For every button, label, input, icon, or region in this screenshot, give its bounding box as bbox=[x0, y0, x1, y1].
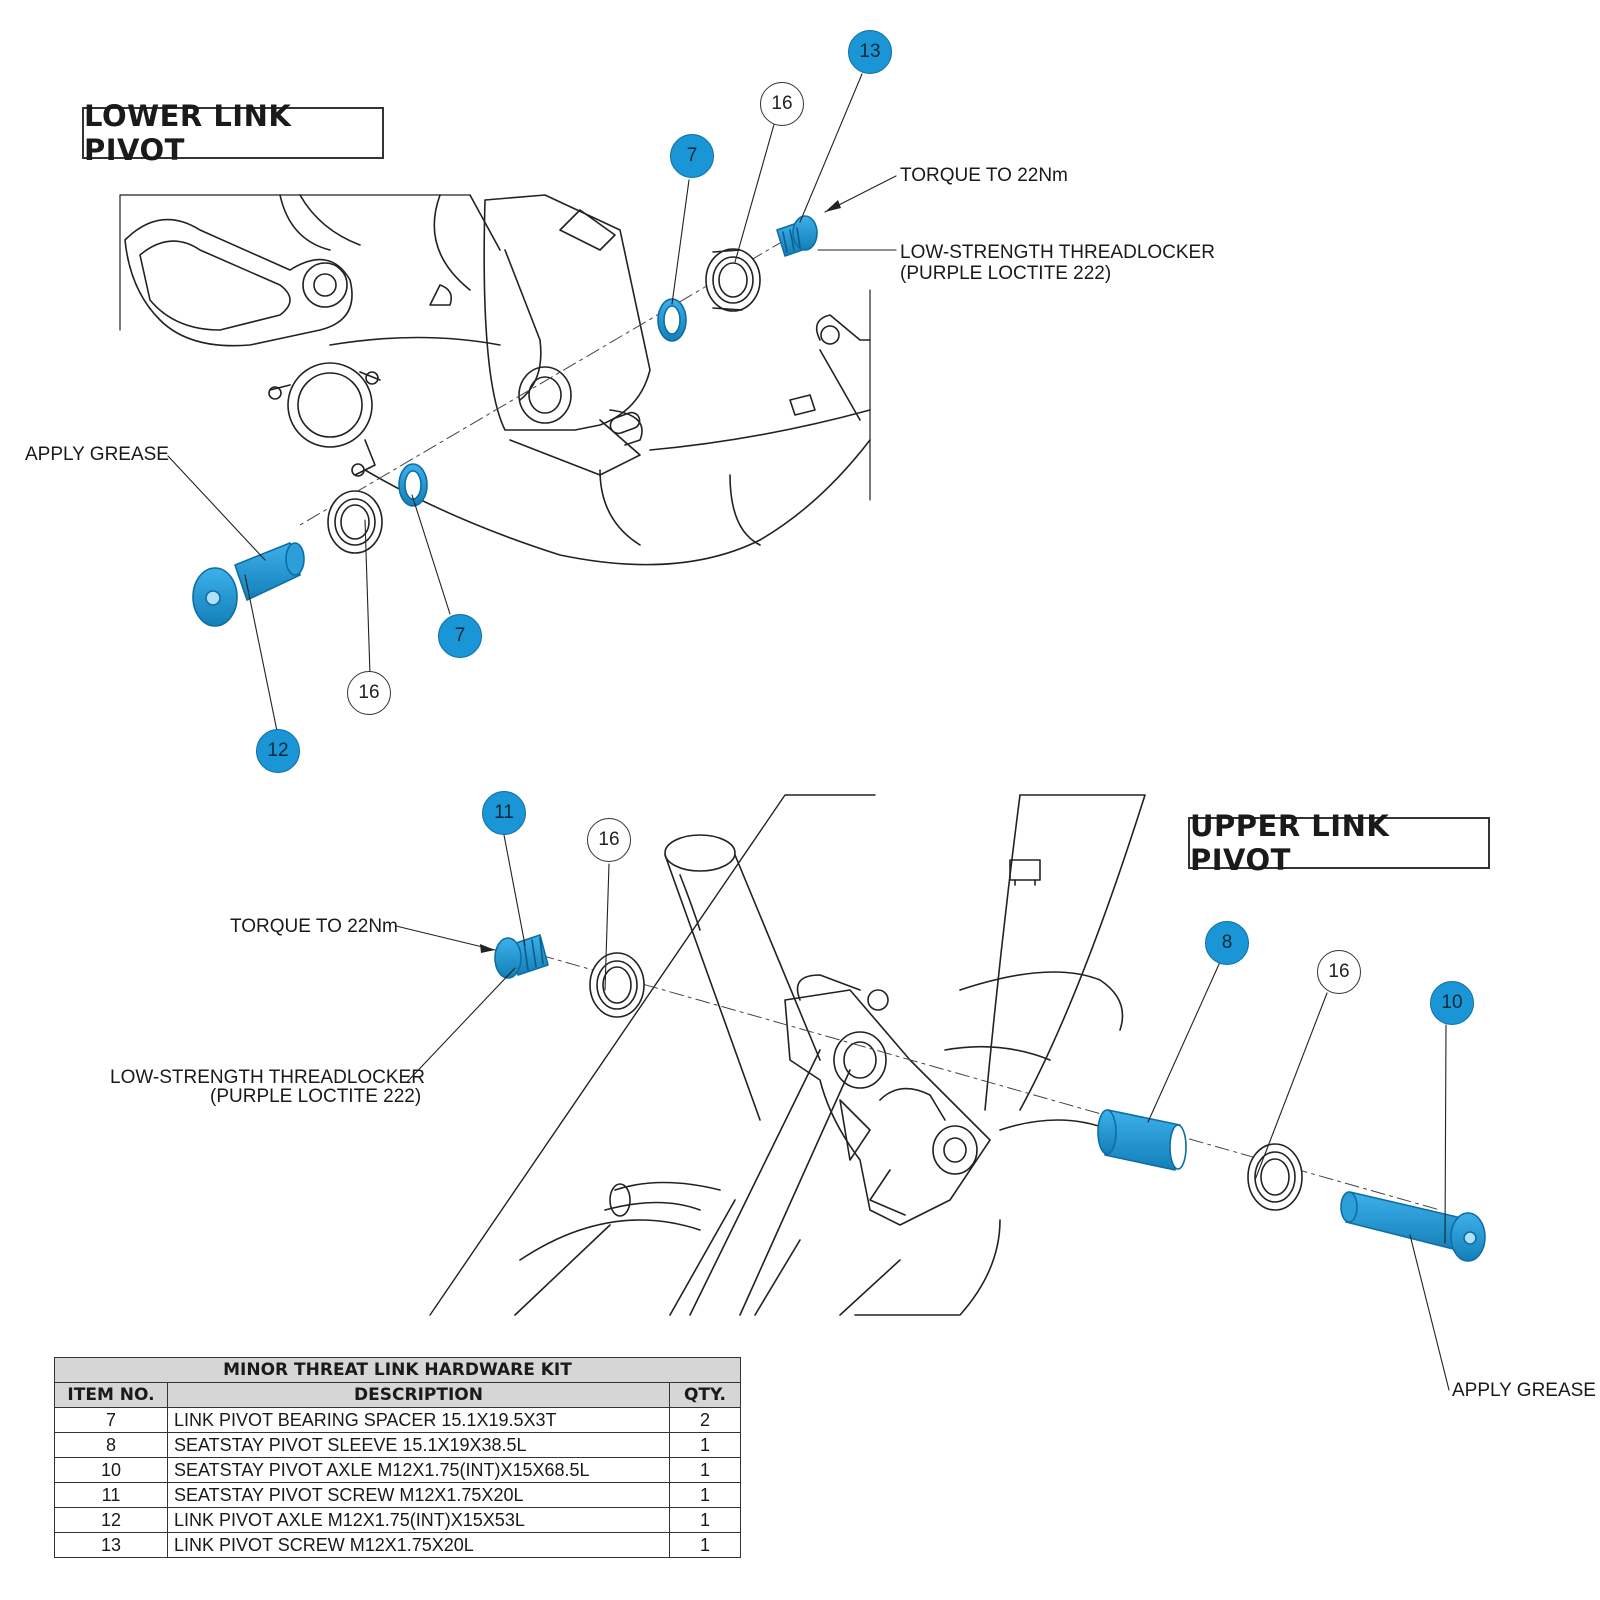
leader-lines bbox=[167, 73, 1450, 1391]
upper-torque-note: TORQUE TO 22Nm bbox=[230, 916, 398, 937]
upper-sleeve-8 bbox=[1097, 1109, 1187, 1171]
upper-screw-11 bbox=[494, 934, 549, 979]
item-balloon-8: 8 bbox=[1205, 921, 1249, 965]
item-no-cell: 11 bbox=[54, 1482, 168, 1508]
item-balloon-16: 16 bbox=[1317, 950, 1361, 994]
item-balloon-13: 13 bbox=[848, 30, 892, 74]
table-row: 8 SEATSTAY PIVOT SLEEVE 15.1X19X38.5L 1 bbox=[54, 1432, 741, 1458]
lower-grease-note: APPLY GREASE bbox=[25, 444, 169, 465]
upper-bearing-16-right bbox=[1247, 1143, 1303, 1211]
column-header-item-no: ITEM NO. bbox=[54, 1382, 168, 1408]
lower-spacer-7-lower bbox=[398, 463, 428, 507]
description-cell: SEATSTAY PIVOT SLEEVE 15.1X19X38.5L bbox=[167, 1432, 670, 1458]
kit-table-title: MINOR THREAT LINK HARDWARE KIT bbox=[54, 1357, 741, 1383]
item-balloon-16: 16 bbox=[587, 818, 631, 862]
description-cell: SEATSTAY PIVOT SCREW M12X1.75X20L bbox=[167, 1482, 670, 1508]
lower-screw-13 bbox=[776, 215, 818, 257]
table-row: 10 SEATSTAY PIVOT AXLE M12X1.75(INT)X15X… bbox=[54, 1457, 741, 1483]
lower-bearing-16-lower bbox=[327, 490, 383, 554]
qty-cell: 1 bbox=[669, 1482, 741, 1508]
description-cell: LINK PIVOT SCREW M12X1.75X20L bbox=[167, 1532, 670, 1558]
leader-arrowheads bbox=[480, 200, 841, 953]
description-cell: LINK PIVOT AXLE M12X1.75(INT)X15X53L bbox=[167, 1507, 670, 1533]
qty-cell: 1 bbox=[669, 1432, 741, 1458]
qty-cell: 1 bbox=[669, 1507, 741, 1533]
lower-bearing-16-upper bbox=[705, 248, 761, 312]
lower-frame-outline bbox=[119, 194, 871, 566]
item-no-cell: 8 bbox=[54, 1432, 168, 1458]
assembly-axis-lines bbox=[299, 239, 1441, 1211]
lower-link-pivot-title: LOWER LINK PIVOT bbox=[82, 99, 384, 167]
upper-frame-outline bbox=[429, 794, 1146, 1316]
upper-link-pivot-title: UPPER LINK PIVOT bbox=[1188, 809, 1490, 877]
table-row: 13 LINK PIVOT SCREW M12X1.75X20L 1 bbox=[54, 1532, 741, 1558]
item-balloon-12: 12 bbox=[256, 729, 300, 773]
lower-axle-12 bbox=[192, 542, 305, 627]
upper-bearing-16-left bbox=[589, 952, 645, 1018]
item-balloon-10: 10 bbox=[1430, 981, 1474, 1025]
item-balloon-16: 16 bbox=[760, 82, 804, 126]
table-row: 7 LINK PIVOT BEARING SPACER 15.1X19.5X3T… bbox=[54, 1407, 741, 1433]
item-no-cell: 10 bbox=[54, 1457, 168, 1483]
item-balloon-16: 16 bbox=[347, 671, 391, 715]
item-no-cell: 12 bbox=[54, 1507, 168, 1533]
lower-torque-note: TORQUE TO 22Nm bbox=[900, 165, 1068, 186]
qty-cell: 2 bbox=[669, 1407, 741, 1433]
table-row: 12 LINK PIVOT AXLE M12X1.75(INT)X15X53L … bbox=[54, 1507, 741, 1533]
upper-threadlocker-note-line1: LOW-STRENGTH THREADLOCKER bbox=[110, 1067, 425, 1088]
lower-threadlocker-note-line2: (PURPLE LOCTITE 222) bbox=[900, 263, 1112, 284]
column-header-qty: QTY. bbox=[669, 1382, 741, 1408]
upper-axle-10 bbox=[1340, 1191, 1486, 1262]
description-cell: SEATSTAY PIVOT AXLE M12X1.75(INT)X15X68.… bbox=[167, 1457, 670, 1483]
item-no-cell: 13 bbox=[54, 1532, 168, 1558]
item-balloon-7: 7 bbox=[438, 614, 482, 658]
lower-spacer-7-upper bbox=[657, 298, 687, 342]
item-no-cell: 7 bbox=[54, 1407, 168, 1433]
upper-threadlocker-note-line2: (PURPLE LOCTITE 222) bbox=[210, 1086, 422, 1107]
column-header-description: DESCRIPTION bbox=[167, 1382, 670, 1408]
qty-cell: 1 bbox=[669, 1457, 741, 1483]
item-balloon-7: 7 bbox=[670, 134, 714, 178]
upper-grease-note: APPLY GREASE bbox=[1452, 1380, 1596, 1401]
table-row: 11 SEATSTAY PIVOT SCREW M12X1.75X20L 1 bbox=[54, 1482, 741, 1508]
item-balloon-11: 11 bbox=[482, 791, 526, 835]
hardware-kit-table: MINOR THREAT LINK HARDWARE KIT ITEM NO. … bbox=[54, 1357, 741, 1558]
description-cell: LINK PIVOT BEARING SPACER 15.1X19.5X3T bbox=[167, 1407, 670, 1433]
lower-threadlocker-note-line1: LOW-STRENGTH THREADLOCKER bbox=[900, 242, 1215, 263]
qty-cell: 1 bbox=[669, 1532, 741, 1558]
